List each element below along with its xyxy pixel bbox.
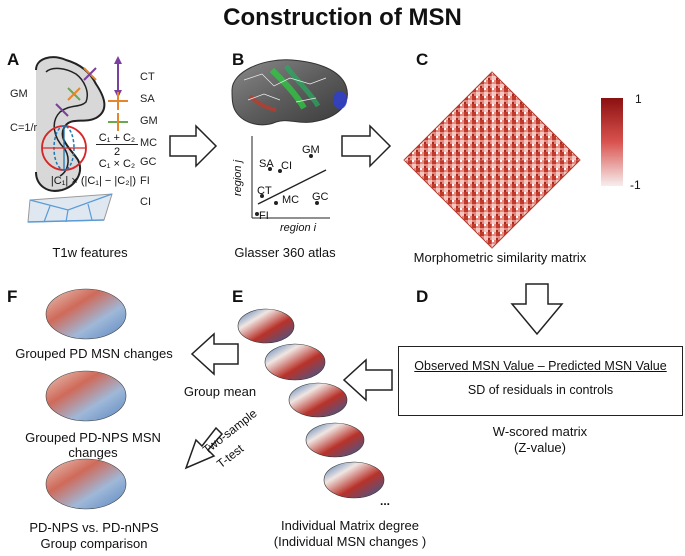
point-label-gm: GM bbox=[302, 144, 320, 156]
panel-e-caption-1: Individual Matrix degree bbox=[280, 518, 420, 533]
point-label-sa: SA bbox=[259, 158, 274, 170]
glasser-brain-image bbox=[231, 59, 348, 126]
panel-c-label: C bbox=[416, 50, 429, 69]
feature-arrows-icon bbox=[55, 56, 128, 131]
arrow-group-mean bbox=[190, 332, 239, 376]
individual-brain-stack bbox=[237, 308, 385, 499]
grouped-pd-nps-label: Grouped PD-NPS MSN changes bbox=[25, 430, 161, 460]
group-mean-label: Group mean bbox=[183, 384, 257, 399]
point-label-ci: CI bbox=[281, 160, 292, 172]
curvature-label: C=1/r bbox=[10, 122, 38, 134]
gm-side-label: GM bbox=[10, 88, 28, 100]
similarity-matrix-heatmap bbox=[403, 71, 581, 249]
panel-a-label: A bbox=[7, 50, 20, 69]
colorbar-min-label: -1 bbox=[630, 178, 641, 192]
panel-c-caption: Morphometric similarity matrix bbox=[413, 250, 587, 265]
page-title: Construction of MSN bbox=[223, 4, 462, 31]
panel-b-caption: Glasser 360 atlas bbox=[234, 245, 336, 260]
feature-gm: GM bbox=[140, 115, 158, 127]
wscore-formula-box: Observed MSN Value – Predicted MSN Value… bbox=[398, 346, 683, 416]
scatter-ylabel: region j bbox=[232, 159, 244, 197]
panel-e-caption-2: (Individual MSN changes ) bbox=[273, 534, 427, 549]
panel-f-label: F bbox=[7, 287, 18, 306]
panel-b-label: B bbox=[232, 50, 245, 69]
point-label-fi: FI bbox=[259, 210, 269, 222]
panel-d-caption-2: (Z-value) bbox=[513, 440, 566, 455]
fi-formula: |C₁| × (|C₁| − |C₂|) bbox=[50, 175, 136, 187]
feature-ci: CI bbox=[140, 196, 151, 208]
point-label-ct: CT bbox=[257, 185, 272, 197]
feature-fi: FI bbox=[140, 175, 150, 187]
region-scatter-plot bbox=[251, 136, 330, 219]
formula-numerator: Observed MSN Value – Predicted MSN Value bbox=[414, 359, 667, 373]
point-label-gc: GC bbox=[312, 191, 329, 203]
panel-e-label: E bbox=[232, 287, 244, 306]
mc-formula-top: C₁ + C₂ bbox=[96, 132, 138, 145]
arrow-a-to-b bbox=[169, 124, 218, 168]
arrow-ttest bbox=[184, 426, 224, 470]
colorbar bbox=[601, 98, 623, 186]
panel-a-caption: T1w features bbox=[52, 245, 128, 260]
mc-formula-bottom: 2 bbox=[113, 146, 121, 158]
scatter-xlabel: region i bbox=[280, 222, 317, 234]
gc-formula: C₁ × C₂ bbox=[98, 158, 136, 170]
panel-d-label: D bbox=[416, 287, 429, 306]
more-brains-ellipsis: ... bbox=[380, 494, 391, 508]
grouped-pd-label: Grouped PD MSN changes bbox=[15, 346, 173, 361]
feature-gc: GC bbox=[140, 156, 157, 168]
cortex-illustration bbox=[27, 56, 113, 223]
formula-denominator: SD of residuals in controls bbox=[467, 383, 614, 397]
point-label-mc: MC bbox=[282, 194, 300, 206]
feature-sa: SA bbox=[140, 93, 155, 105]
group-brain-images bbox=[45, 288, 127, 510]
arrow-d-to-e bbox=[342, 358, 393, 402]
panel-d-caption-1: W-scored matrix bbox=[492, 424, 588, 439]
comparison-label-1: PD-NPS vs. PD-nNPS bbox=[29, 520, 159, 535]
feature-ct: CT bbox=[140, 71, 155, 83]
colorbar-max-label: 1 bbox=[635, 92, 642, 106]
arrow-c-to-d bbox=[510, 283, 564, 336]
feature-mc: MC bbox=[140, 137, 158, 149]
comparison-label-2: Group comparison bbox=[40, 536, 148, 551]
arrow-b-to-c bbox=[341, 124, 392, 168]
